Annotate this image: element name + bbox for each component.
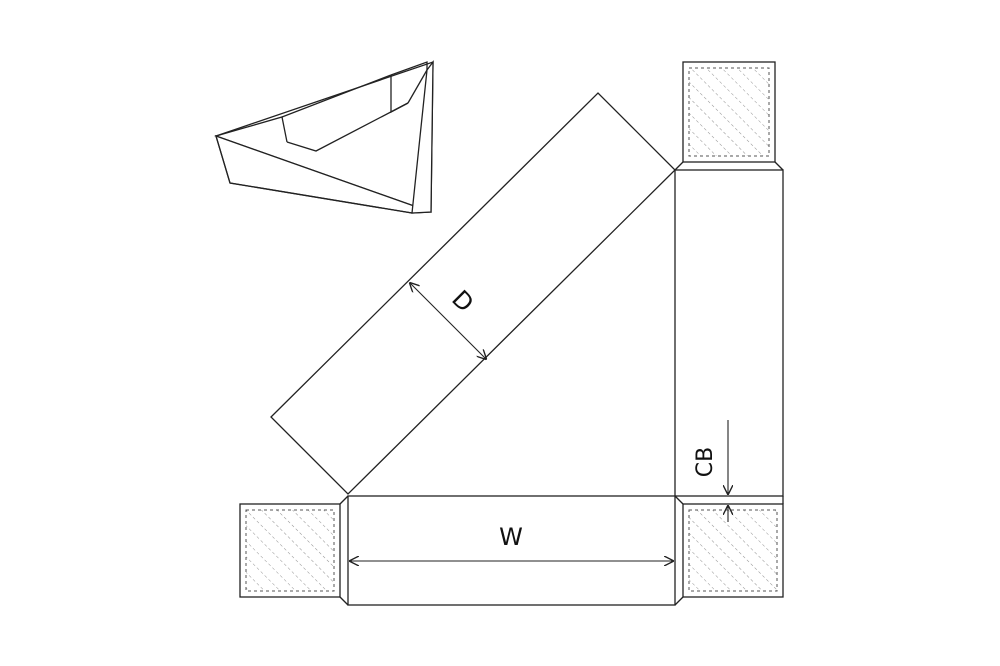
- dimension-width: W: [350, 523, 673, 561]
- corner-base-gap: [674, 495, 784, 505]
- right-side-panel: [674, 161, 784, 497]
- label-corner-base: CB: [693, 447, 718, 477]
- glue-tab-bottom-right: [682, 503, 784, 598]
- folded-box-preview: [214, 60, 434, 214]
- glue-tab-top-right: [682, 61, 776, 163]
- dimension-corner-base: CB: [693, 420, 728, 522]
- glue-tab-bottom-left: [239, 503, 341, 598]
- bottom-side-panel: [339, 495, 684, 606]
- label-width: W: [499, 523, 523, 551]
